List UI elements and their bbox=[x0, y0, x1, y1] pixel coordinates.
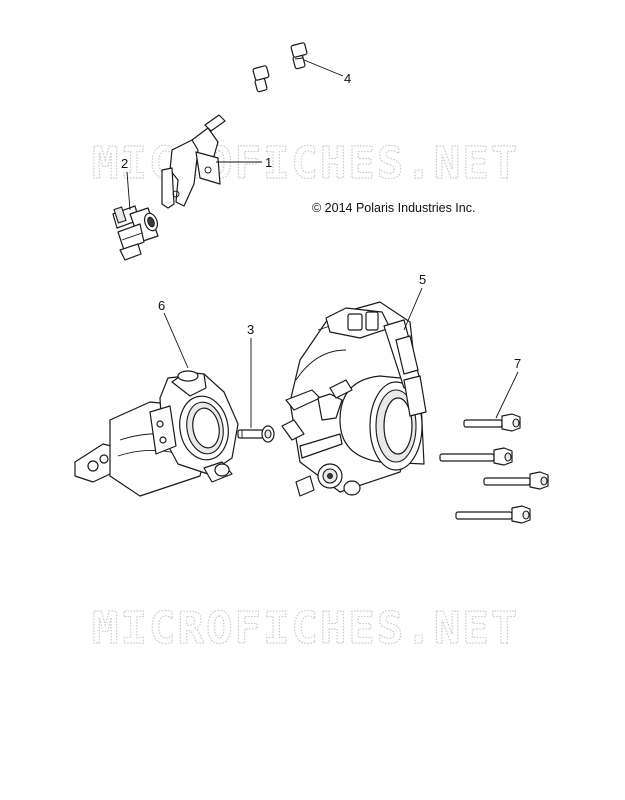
leader-6 bbox=[163, 312, 189, 369]
watermark-upper: MICROFICHES.NET bbox=[92, 138, 519, 189]
part-7-bolt-2 bbox=[439, 447, 513, 466]
part-7-bolt-4 bbox=[455, 505, 531, 524]
callout-2: 2 bbox=[121, 156, 128, 171]
part-1-injector-bracket bbox=[161, 114, 226, 209]
callout-3: 3 bbox=[247, 322, 254, 337]
copyright-notice: © 2014 Polaris Industries Inc. bbox=[312, 201, 475, 215]
watermark-lower: MICROFICHES.NET bbox=[92, 603, 519, 654]
part-6-intake-adapter bbox=[74, 370, 239, 497]
leader-4 bbox=[303, 59, 344, 77]
part-7-bolt-3 bbox=[483, 471, 549, 490]
part-4-bolt-lower bbox=[252, 65, 270, 93]
part-5-throttle-body bbox=[281, 301, 427, 497]
callout-4: 4 bbox=[344, 71, 351, 86]
part-4-bolt-upper bbox=[290, 42, 308, 70]
callout-5: 5 bbox=[419, 272, 426, 287]
part-7-bolt-1 bbox=[463, 413, 521, 432]
callout-6: 6 bbox=[158, 298, 165, 313]
leader-5 bbox=[403, 287, 423, 331]
callout-7: 7 bbox=[514, 356, 521, 371]
callout-1: 1 bbox=[265, 155, 272, 170]
leader-7 bbox=[495, 371, 519, 419]
part-2-fuel-injector bbox=[112, 205, 159, 261]
part-3-bolt bbox=[237, 425, 275, 443]
leader-2 bbox=[126, 171, 131, 211]
